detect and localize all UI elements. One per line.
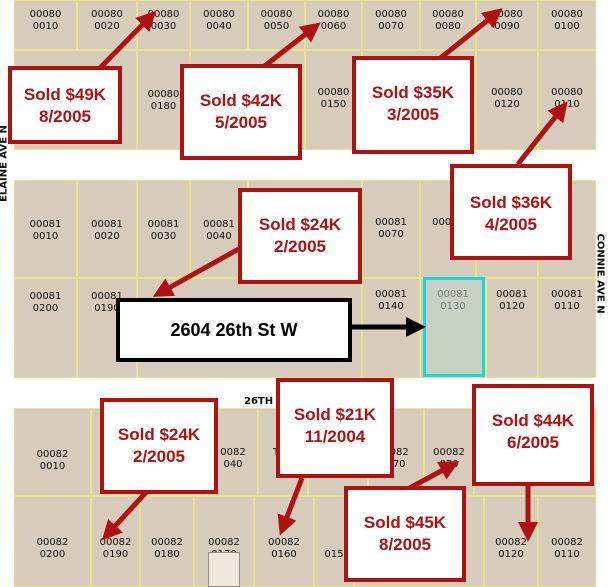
address-label: 2604 26th St W — [116, 298, 352, 362]
road-right-vertical — [596, 0, 613, 587]
road-label-26th: 26TH — [244, 396, 274, 407]
building-outline — [208, 552, 240, 587]
subject-parcel-highlight[interactable] — [423, 277, 485, 377]
road-left-vertical — [0, 0, 14, 587]
road-label-connie: CONNIE AVE N — [594, 233, 606, 314]
